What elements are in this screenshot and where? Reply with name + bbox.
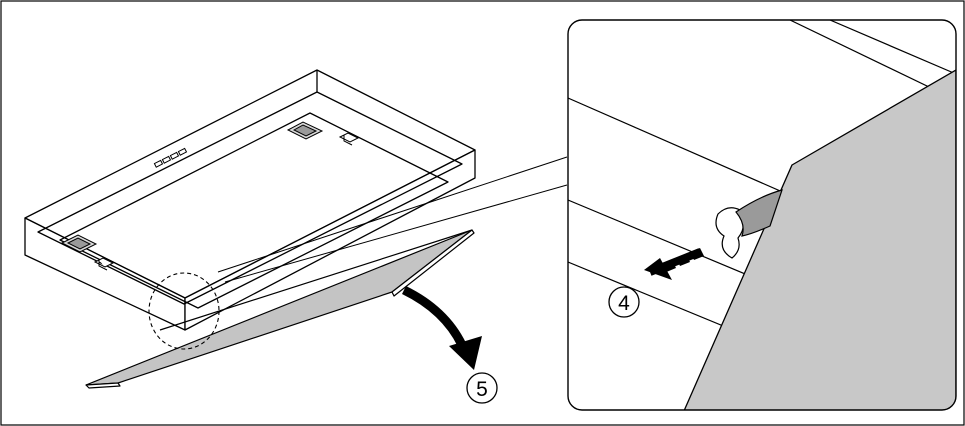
control-button (153, 159, 164, 168)
control-button (161, 155, 172, 164)
control-panel (153, 147, 188, 168)
detail-latch-tip (735, 189, 783, 237)
step-4-label: 4 (618, 292, 630, 315)
step-4-circle (608, 286, 640, 318)
detail-callout-circle (148, 272, 220, 350)
light-right-inner (292, 124, 318, 137)
pull-arrow (644, 248, 704, 280)
detail-view: 4 (568, 20, 956, 410)
detail-view-frame (567, 19, 957, 411)
zoom-leader-lines (217, 156, 568, 283)
pull-arrow-shaft-line (648, 248, 702, 276)
grease-filter-panel (85, 229, 475, 389)
latch-left (93, 257, 115, 271)
filter-panel-hinge-edge (159, 229, 473, 331)
step-5-label: 5 (476, 378, 488, 401)
range-hood (24, 69, 476, 331)
light-left-inner (66, 237, 92, 250)
hood-inner-rim (37, 91, 463, 305)
step-5-circle (466, 372, 498, 404)
rotation-arrow (402, 285, 482, 370)
control-button (177, 147, 188, 156)
hood-right-face (184, 149, 476, 331)
filter-panel-side (391, 229, 475, 297)
step-5-marker: 5 (466, 372, 498, 404)
filter-panel-edge (85, 382, 121, 389)
detail-latch (715, 189, 783, 259)
filter-latches (93, 132, 360, 271)
rotation-arrow-head (449, 336, 482, 370)
control-button (169, 151, 180, 160)
detail-filter-panel (679, 68, 956, 410)
step-4-marker: 4 (608, 286, 640, 318)
detail-latch-body (715, 207, 745, 259)
latch-right (338, 132, 360, 146)
hood-lights (60, 121, 324, 253)
hood-filter-opening (59, 112, 449, 309)
rotation-arrow-shaft (402, 285, 467, 348)
